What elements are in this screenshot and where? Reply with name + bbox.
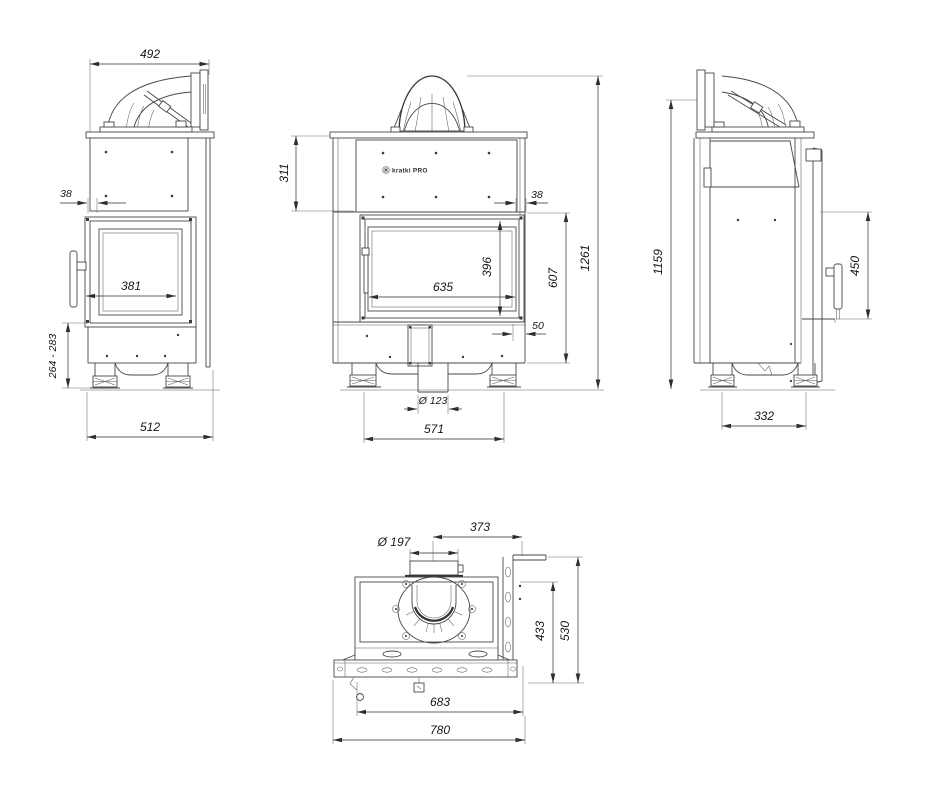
- top-view: 373 Ø 197: [332, 520, 584, 744]
- dim-width-inner: 683: [356, 666, 524, 716]
- right-side-view: 1159: [651, 69, 872, 430]
- dim-feet-span-front: 571: [363, 392, 505, 443]
- dim-glass-width-front-label: 635: [433, 280, 453, 294]
- flue-collar: [405, 560, 464, 578]
- dim-bottom-offset-label: 50: [532, 320, 544, 332]
- base-section: [80, 326, 220, 391]
- body-casing: [693, 131, 843, 384]
- dim-wall-offset: 38: [60, 188, 126, 213]
- dim-depth: 512: [86, 370, 214, 441]
- left-side-view: 492: [47, 47, 220, 441]
- dim-width-total-label: 780: [430, 723, 450, 737]
- dim-flue-diameter-label: Ø 197: [377, 535, 412, 549]
- dim-flue-center-offset-label: 373: [470, 520, 490, 534]
- dim-depth-total-label: 530: [558, 621, 572, 641]
- flange-bolts: [392, 580, 476, 640]
- dim-upper-height-label: 311: [277, 163, 291, 182]
- dim-glass-height: 396: [480, 221, 503, 316]
- dim-flue-diameter: Ø 197: [377, 535, 459, 565]
- dim-top-width: 492: [89, 47, 210, 133]
- front-door: [359, 214, 525, 323]
- dim-base-height-label: 264 - 283: [47, 334, 59, 380]
- dim-handle-span: 450: [820, 211, 872, 320]
- door-handle: [69, 250, 87, 308]
- dim-door-height-label: 607: [546, 267, 560, 288]
- chain: [349, 676, 364, 701]
- dim-handle-span-label: 450: [848, 256, 862, 276]
- brand-rosette-icon: [382, 166, 390, 174]
- dim-inlet-diameter: Ø 123: [404, 395, 462, 414]
- dim-total-height-label: 1261: [578, 245, 592, 272]
- dim-upper-height: 311: [277, 135, 354, 212]
- mounting-bar: [333, 659, 518, 701]
- dim-wall-offset-front-label: 38: [531, 189, 543, 201]
- flue-elbow-duct: [696, 69, 805, 133]
- dim-depth-body-label: 433: [533, 621, 547, 641]
- front-view: 311 1261 kratki PRO: [277, 75, 604, 443]
- dim-inlet-diameter-label: Ø 123: [418, 395, 448, 407]
- body-casing: [85, 131, 215, 368]
- dim-base-height: 264 - 283: [47, 322, 90, 389]
- dim-feet-span-right: 332: [721, 392, 807, 430]
- base-section-right: [694, 362, 835, 391]
- dim-top-width-label: 492: [140, 47, 160, 61]
- dim-depth-total: 530: [548, 556, 583, 683]
- dim-flue-height: 1159: [651, 99, 705, 389]
- dim-glass-width-label: 381: [121, 279, 141, 293]
- latch-pin: [413, 677, 425, 693]
- dim-flue-center-offset: 373: [432, 520, 523, 594]
- dim-bottom-offset: 50: [492, 320, 546, 341]
- dim-glass-height-label: 396: [480, 257, 494, 277]
- dim-depth-label: 512: [140, 420, 160, 434]
- flue-flange: [392, 576, 476, 644]
- dim-door-height: 607: [527, 212, 570, 364]
- side-plate: [502, 554, 547, 664]
- dim-feet-span-front-label: 571: [424, 422, 444, 436]
- dim-width-total: 780: [332, 680, 526, 744]
- dim-glass-width-front: 635: [369, 280, 515, 300]
- dim-flue-height-label: 1159: [651, 249, 665, 275]
- dim-wall-offset-label: 38: [60, 188, 72, 200]
- side-glass-door: [69, 216, 197, 328]
- brand-logo-label: kratki PRO: [392, 168, 428, 175]
- dim-feet-span-right-label: 332: [754, 409, 774, 423]
- brand-logo: kratki PRO: [382, 166, 428, 175]
- dim-depth-body: 433: [520, 581, 584, 684]
- dim-total-height: 1261: [467, 75, 603, 389]
- rear-handle: [825, 263, 843, 320]
- door-latch: [361, 247, 370, 294]
- base-section-front: [333, 321, 604, 393]
- dim-wall-offset-front: 38: [494, 189, 548, 212]
- dim-width-inner-label: 683: [430, 695, 450, 709]
- dim-glass-width: 381: [86, 279, 176, 299]
- flue-dome: [390, 75, 474, 138]
- body-casing: kratki PRO: [329, 131, 528, 363]
- flue-elbow-duct: [99, 69, 209, 133]
